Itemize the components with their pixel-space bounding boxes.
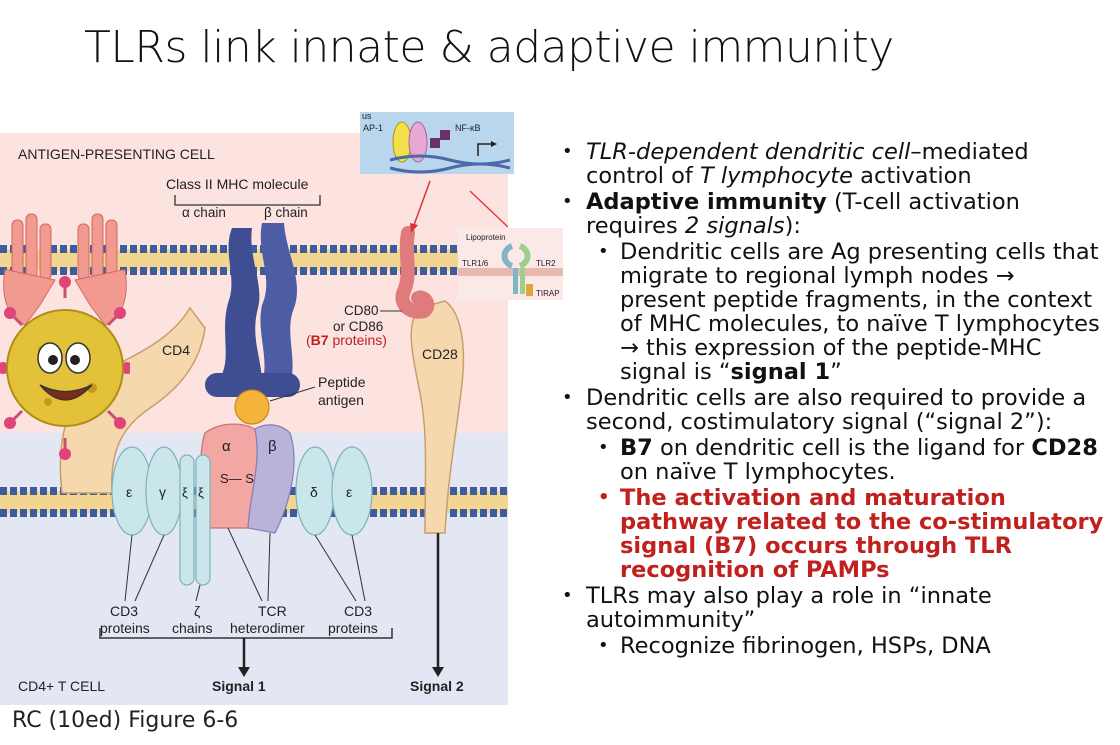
inset-us-label: us bbox=[362, 112, 372, 121]
bullet-4: •TLRs may also play a role in “innate au… bbox=[562, 583, 992, 633]
cd3-left-label-2: proteins bbox=[100, 620, 150, 636]
tcr-label-1: TCR bbox=[258, 603, 287, 619]
bullet-2a: •Dendritic cells are Ag presenting cells… bbox=[598, 239, 1100, 385]
disulfide-label: S— S bbox=[220, 471, 254, 486]
ap1-label: AP-1 bbox=[363, 123, 383, 133]
tlr2-icon bbox=[518, 243, 531, 269]
tlr2-label: TLR2 bbox=[536, 259, 556, 268]
beta-chain-label: β chain bbox=[264, 205, 308, 220]
bullet-1: •TLR-dependent dendritic cell–mediated c… bbox=[562, 139, 1029, 189]
b7-molecule bbox=[395, 226, 435, 319]
mhc-alpha-chain bbox=[220, 228, 262, 383]
delta-label: δ bbox=[310, 484, 318, 500]
cd4-label: CD4 bbox=[162, 342, 190, 358]
bullet-4a: •Recognize fibrinogen, HSPs, DNA bbox=[598, 633, 991, 659]
apc-label: ANTIGEN-PRESENTING CELL bbox=[18, 146, 215, 162]
figure-caption: RC (10ed) Figure 6-6 bbox=[12, 708, 239, 733]
cd3-right-label-1: CD3 bbox=[344, 603, 372, 619]
virus-body bbox=[6, 309, 124, 427]
nfkb-label: NF-κB bbox=[455, 123, 481, 133]
hand-right-icon bbox=[74, 213, 127, 326]
signal-1-label: Signal 1 bbox=[212, 678, 266, 694]
zeta-chain-2 bbox=[195, 454, 211, 586]
peptide-label-1: Peptide bbox=[318, 374, 366, 390]
tcr-beta bbox=[247, 424, 295, 534]
bullet-3: •Dendritic cells are also required to pr… bbox=[562, 385, 1087, 435]
cd86-label: or CD86 bbox=[333, 319, 383, 334]
ap1-factor-2 bbox=[408, 121, 428, 163]
b7-label: (B7 proteins) bbox=[306, 332, 387, 348]
inset-tlr: Lipoprotein TLR1/6 TLR2 TIRAP bbox=[458, 228, 563, 300]
virus-illustration bbox=[0, 213, 130, 460]
mhc-beta-chain bbox=[260, 223, 298, 385]
bullet-3b: •The activation and maturation pathway r… bbox=[598, 485, 1104, 583]
zeta-label-2: ξ bbox=[198, 485, 204, 500]
cd80-label: CD80 bbox=[344, 303, 379, 318]
nfkb-factor bbox=[430, 138, 440, 148]
mhc-label: Class II MHC molecule bbox=[166, 176, 309, 192]
gamma-label: γ bbox=[159, 484, 166, 500]
peptide-antigen bbox=[234, 389, 270, 425]
tlr16-icon bbox=[501, 243, 514, 269]
zeta-chain-1 bbox=[179, 454, 195, 586]
zeta-chains-label-2: chains bbox=[172, 620, 212, 636]
tlr16-label: TLR1/6 bbox=[462, 259, 489, 268]
tirap-label: TIRAP bbox=[536, 289, 560, 298]
virus-eyes bbox=[37, 342, 91, 374]
tcr-label-2: heterodimer bbox=[230, 620, 305, 636]
bullet-list: •TLR-dependent dendritic cell–mediated c… bbox=[556, 140, 1106, 660]
bullet-3a: •B7 on dendritic cell is the ligand for … bbox=[598, 435, 1098, 485]
slide-title: TLRs link innate & adaptive immunity bbox=[84, 22, 894, 73]
zeta-label-1: ξ bbox=[182, 485, 188, 500]
bullet-2: •Adaptive immunity (T-cell activation re… bbox=[562, 189, 1020, 239]
cd3-left-label-1: CD3 bbox=[110, 603, 138, 619]
cd28-label: CD28 bbox=[422, 346, 458, 362]
peptide-label-2: antigen bbox=[318, 392, 364, 408]
lipoprotein-label: Lipoprotein bbox=[466, 233, 506, 242]
cd3-right-label-2: proteins bbox=[328, 620, 378, 636]
hand-left-icon bbox=[3, 213, 56, 326]
virus-spike-tips bbox=[0, 276, 130, 460]
tcr-beta-label: β bbox=[268, 438, 277, 455]
tcell-activation-figure: ANTIGEN-PRESENTING CELL CD4+ T CELL Clas… bbox=[0, 133, 508, 705]
signal-2-label: Signal 2 bbox=[410, 678, 464, 694]
zeta-chains-label-1: ζ bbox=[194, 603, 200, 619]
cd28-molecule bbox=[410, 300, 465, 534]
tcr-alpha-label: α bbox=[222, 438, 231, 455]
alpha-chain-label: α chain bbox=[182, 205, 226, 220]
tcell-label: CD4+ T CELL bbox=[18, 678, 105, 694]
epsilon-left-label: ε bbox=[126, 484, 132, 500]
virus-mouth bbox=[39, 384, 93, 401]
inset-transcription: us AP-1 NF-κB bbox=[360, 112, 514, 174]
epsilon-right-label: ε bbox=[346, 484, 352, 500]
